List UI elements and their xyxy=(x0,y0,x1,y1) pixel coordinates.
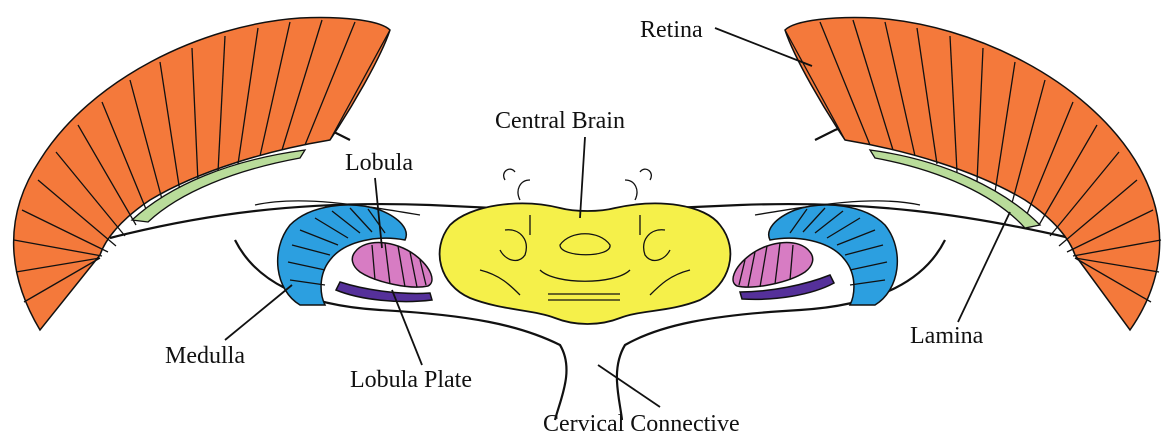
retina-right xyxy=(785,18,1161,331)
central-brain xyxy=(440,203,731,324)
lobula-left xyxy=(352,243,432,288)
label-central-brain: Central Brain xyxy=(495,108,625,134)
label-medulla: Medulla xyxy=(165,343,245,369)
label-lobula-plate: Lobula Plate xyxy=(350,367,472,393)
leader-central-brain xyxy=(580,137,585,218)
label-cervical-connective: Cervical Connective xyxy=(543,411,740,437)
label-lamina: Lamina xyxy=(910,323,984,349)
leader-lamina xyxy=(958,212,1010,322)
retina-left xyxy=(14,18,390,331)
label-lobula: Lobula xyxy=(345,150,413,176)
lobula-right xyxy=(733,243,813,288)
leader-cervical-connective xyxy=(598,365,660,407)
leader-medulla xyxy=(225,285,292,340)
label-retina: Retina xyxy=(640,17,703,43)
